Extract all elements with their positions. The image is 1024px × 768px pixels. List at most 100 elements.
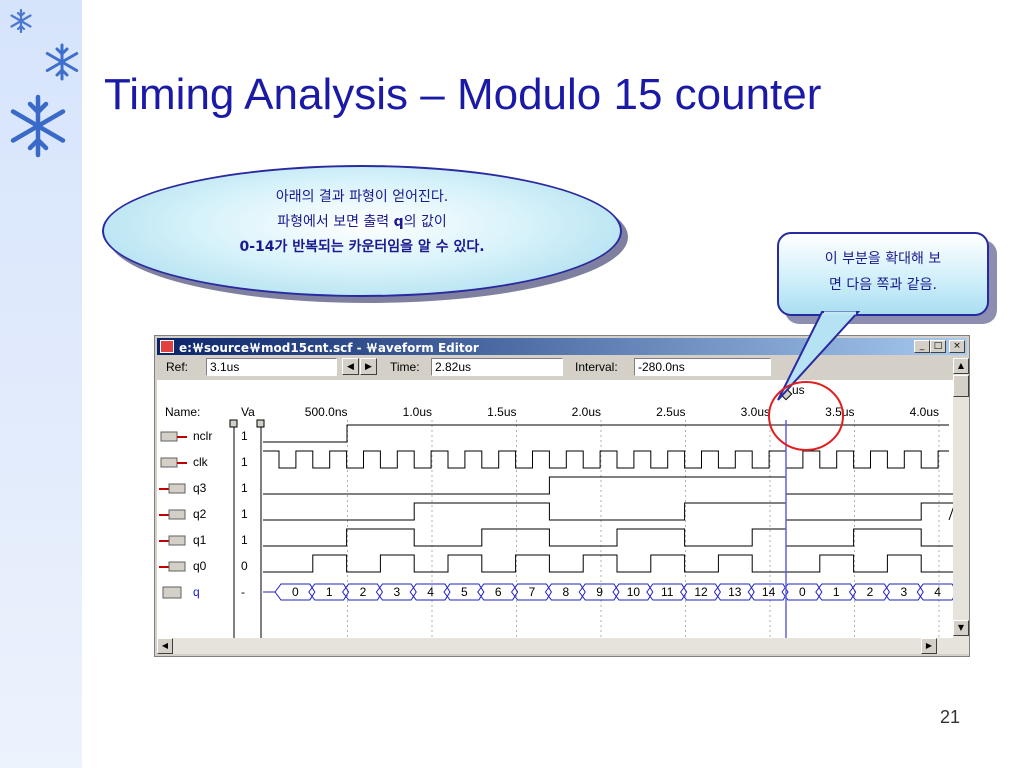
output-pin-icon bbox=[168, 535, 186, 546]
ref-prev-button[interactable]: ◀ bbox=[342, 358, 359, 375]
waveform-editor-window[interactable]: e:￦source￦mod15cnt.scf - ￦aveform Editor… bbox=[154, 335, 970, 657]
vertical-scrollbar[interactable]: ▲ ▼ bbox=[953, 358, 969, 654]
snowflake-icon bbox=[10, 8, 32, 34]
output-pin-icon bbox=[168, 561, 186, 572]
vertical-scroll-thumb[interactable] bbox=[953, 375, 969, 397]
arrow-right-icon: ▶ bbox=[365, 361, 372, 371]
horizontal-scrollbar[interactable]: ◀ ▶ bbox=[157, 638, 953, 654]
bus-value-label: 7 bbox=[529, 585, 536, 599]
bus-segment bbox=[679, 583, 721, 601]
time-label: Time: bbox=[390, 360, 420, 374]
signal-name: q2 bbox=[193, 507, 207, 521]
bus-value-label: 1 bbox=[833, 585, 840, 599]
bus-segment bbox=[510, 583, 552, 601]
input-pin-icon bbox=[160, 457, 178, 468]
scroll-left-button[interactable]: ◀ bbox=[157, 638, 173, 654]
signal-value: 1 bbox=[241, 429, 248, 443]
ellipse-line-2-bold: q bbox=[393, 214, 404, 230]
bus-node-icon bbox=[162, 586, 182, 599]
scroll-right-button[interactable]: ▶ bbox=[921, 638, 937, 654]
bus-segment bbox=[646, 583, 688, 601]
bus-value-label: 4 bbox=[934, 585, 941, 599]
signal-value: 1 bbox=[241, 481, 248, 495]
minimize-button[interactable]: _ bbox=[914, 340, 930, 353]
input-pin-icon bbox=[160, 431, 178, 442]
ellipse-line-2-pre: 파형에서 보면 출력 bbox=[277, 214, 394, 230]
timeline-tick-label: 1.5us bbox=[487, 405, 516, 419]
bus-value-label: 3 bbox=[900, 585, 907, 599]
bus-value-label: 10 bbox=[627, 585, 641, 599]
maximize-button[interactable]: □ bbox=[930, 340, 946, 353]
value-column-header: Va bbox=[241, 405, 255, 419]
ref-next-button[interactable]: ▶ bbox=[360, 358, 377, 375]
snowflake-icon bbox=[45, 43, 79, 81]
arrow-down-icon: ▼ bbox=[957, 623, 965, 632]
timeline-tick-label: 3.5us bbox=[825, 405, 854, 419]
bus-segment bbox=[578, 583, 620, 601]
ref-input[interactable]: 3.1us bbox=[206, 358, 337, 376]
bus-value-label: 6 bbox=[495, 585, 502, 599]
bus-value-label: 11 bbox=[661, 585, 674, 599]
ellipse-line-3: 0-14가 반복되는 카운터임을 알 수 있다. bbox=[102, 235, 622, 260]
timeline-tick-label: 1.0us bbox=[403, 405, 432, 419]
timeline-tick-label: 4.0us bbox=[910, 405, 939, 419]
ellipse-shape bbox=[102, 165, 622, 297]
bus-value-label: 5 bbox=[461, 585, 468, 599]
wave-clk bbox=[263, 450, 949, 469]
signal-name: q3 bbox=[193, 481, 207, 495]
bus-value-label: 1 bbox=[326, 585, 333, 599]
bus-value-label: 14 bbox=[762, 585, 776, 599]
signal-value: 1 bbox=[241, 507, 248, 521]
bus-segment bbox=[612, 583, 654, 601]
callout-line-1: 이 부분을 확대해 보 bbox=[824, 251, 942, 267]
signal-value: 1 bbox=[241, 455, 248, 469]
name-column-header: Name: bbox=[165, 405, 200, 419]
ellipse-line-1: 아래의 결과 파형이 얻어진다. bbox=[275, 189, 449, 205]
ellipse-line-3-bold: 0-14 bbox=[239, 239, 275, 255]
page-number: 21 bbox=[939, 707, 960, 727]
bus-segment bbox=[477, 583, 519, 601]
bus-value-label: 0 bbox=[799, 585, 806, 599]
ellipse-text: 아래의 결과 파형이 얻어진다. 파형에서 보면 출력 q의 값이 0-14가 … bbox=[102, 185, 622, 260]
time-cursor-handle bbox=[779, 387, 793, 401]
column-resize-handle bbox=[256, 419, 265, 428]
callout-line-2: 면 다음 쪽과 같음. bbox=[829, 277, 937, 293]
ref-label: Ref: bbox=[166, 360, 189, 374]
timeline-tick-label: 2.5us bbox=[656, 405, 685, 419]
signal-name: q bbox=[193, 585, 200, 599]
bus-value-label: 4 bbox=[427, 585, 434, 599]
timeline-tick-label: 500.0ns bbox=[305, 405, 348, 419]
close-button[interactable]: × bbox=[949, 340, 965, 353]
scroll-down-button[interactable]: ▼ bbox=[953, 620, 969, 636]
output-pin-icon bbox=[168, 483, 186, 494]
arrow-right-icon: ▶ bbox=[925, 641, 933, 650]
signal-name: nclr bbox=[193, 429, 212, 443]
bus-segment bbox=[443, 583, 485, 601]
waveform-toolbar: Ref: 3.1us ◀ ▶ Time: 2.82us Interval: -2… bbox=[157, 356, 967, 380]
signal-value: 0 bbox=[241, 559, 248, 573]
cursor-time-label: us bbox=[792, 383, 805, 397]
snowflake-icon bbox=[10, 94, 66, 158]
scroll-up-button[interactable]: ▲ bbox=[953, 358, 969, 374]
bus-segment bbox=[308, 583, 350, 601]
bus-value-label: 8 bbox=[562, 585, 569, 599]
signal-name: q0 bbox=[193, 559, 207, 573]
signal-value: 1 bbox=[241, 533, 248, 547]
slide-title: Timing Analysis – Modulo 15 counter bbox=[104, 70, 822, 119]
wave-q0 bbox=[263, 554, 955, 573]
interval-input[interactable]: -280.0ns bbox=[634, 358, 771, 376]
interval-label: Interval: bbox=[575, 360, 618, 374]
time-input[interactable]: 2.82us bbox=[431, 358, 563, 376]
window-titlebar[interactable]: e:￦source￦mod15cnt.scf - ￦aveform Editor… bbox=[157, 338, 967, 355]
timeline-tick-label: 3.0us bbox=[741, 405, 770, 419]
callout-shape bbox=[777, 232, 989, 316]
bus-segment bbox=[882, 583, 924, 601]
wave-q2 bbox=[263, 502, 956, 521]
column-resize-handle bbox=[229, 419, 238, 428]
bus-segment bbox=[848, 583, 890, 601]
bus-segment bbox=[375, 583, 417, 601]
wave-q3 bbox=[263, 476, 955, 495]
callout-box: 이 부분을 확대해 보 면 다음 쪽과 같음. bbox=[777, 232, 997, 324]
